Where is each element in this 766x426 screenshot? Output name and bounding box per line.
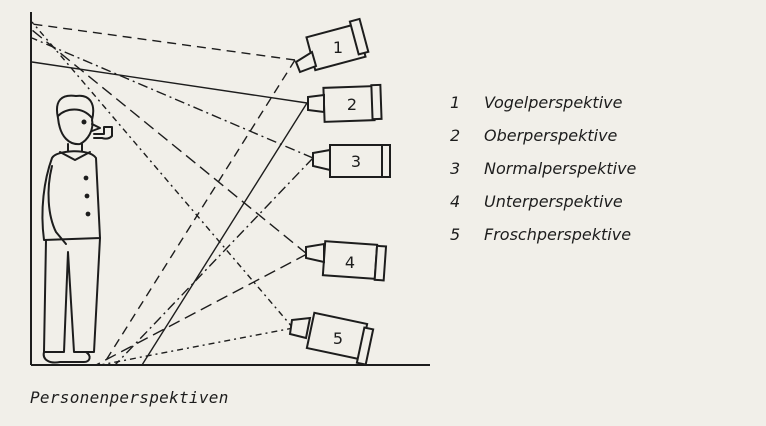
sight-line-1-bottom [102,59,296,366]
legend-number: 4 [450,192,461,211]
sight-lines [31,21,314,366]
sight-line-4-top [31,29,308,255]
legend-number: 2 [450,126,461,145]
sight-line-2-top [31,61,308,104]
figure-caption: Personenperspektiven [30,388,229,407]
camera-3 [312,144,391,178]
sight-line-4-bottom [95,253,308,366]
legend-number: 3 [450,159,461,178]
camera-number-1: 1 [333,38,343,57]
legend-label: Unterperspektive [484,192,623,211]
person-figure [41,94,113,364]
legend-item-1: 1 Vogelperspektive [450,86,750,119]
camera-1 [294,17,370,74]
sight-line-5-bottom [99,327,294,366]
legend-item-2: 2 Oberperspektive [450,119,750,152]
legend-label: Froschperspektive [484,225,632,244]
camera-number-5: 5 [333,329,343,348]
camera-number-3: 3 [351,152,361,171]
legend-item-4: 4 Unterperspektive [450,185,750,218]
legend-number: 5 [450,225,461,244]
sight-line-3-top [31,37,314,159]
legend-label: Oberperspektive [484,126,618,145]
camera-2 [307,83,383,123]
camera-5 [288,311,375,366]
legend-item-5: 5 Froschperspektive [450,218,750,251]
legend-item-3: 3 Normalperspektive [450,152,750,185]
camera-number-4: 4 [345,253,355,272]
legend: 1 Vogelperspektive 2 Oberperspektive 3 N… [450,86,750,251]
legend-label: Normalperspektive [484,159,637,178]
legend-number: 1 [450,93,461,112]
sight-line-5-top [31,21,294,329]
camera-4 [305,240,388,282]
camera-number-2: 2 [347,95,357,114]
sight-line-2-bottom [141,102,308,366]
legend-label: Vogelperspektive [484,93,623,112]
sight-line-3-bottom [114,157,314,366]
